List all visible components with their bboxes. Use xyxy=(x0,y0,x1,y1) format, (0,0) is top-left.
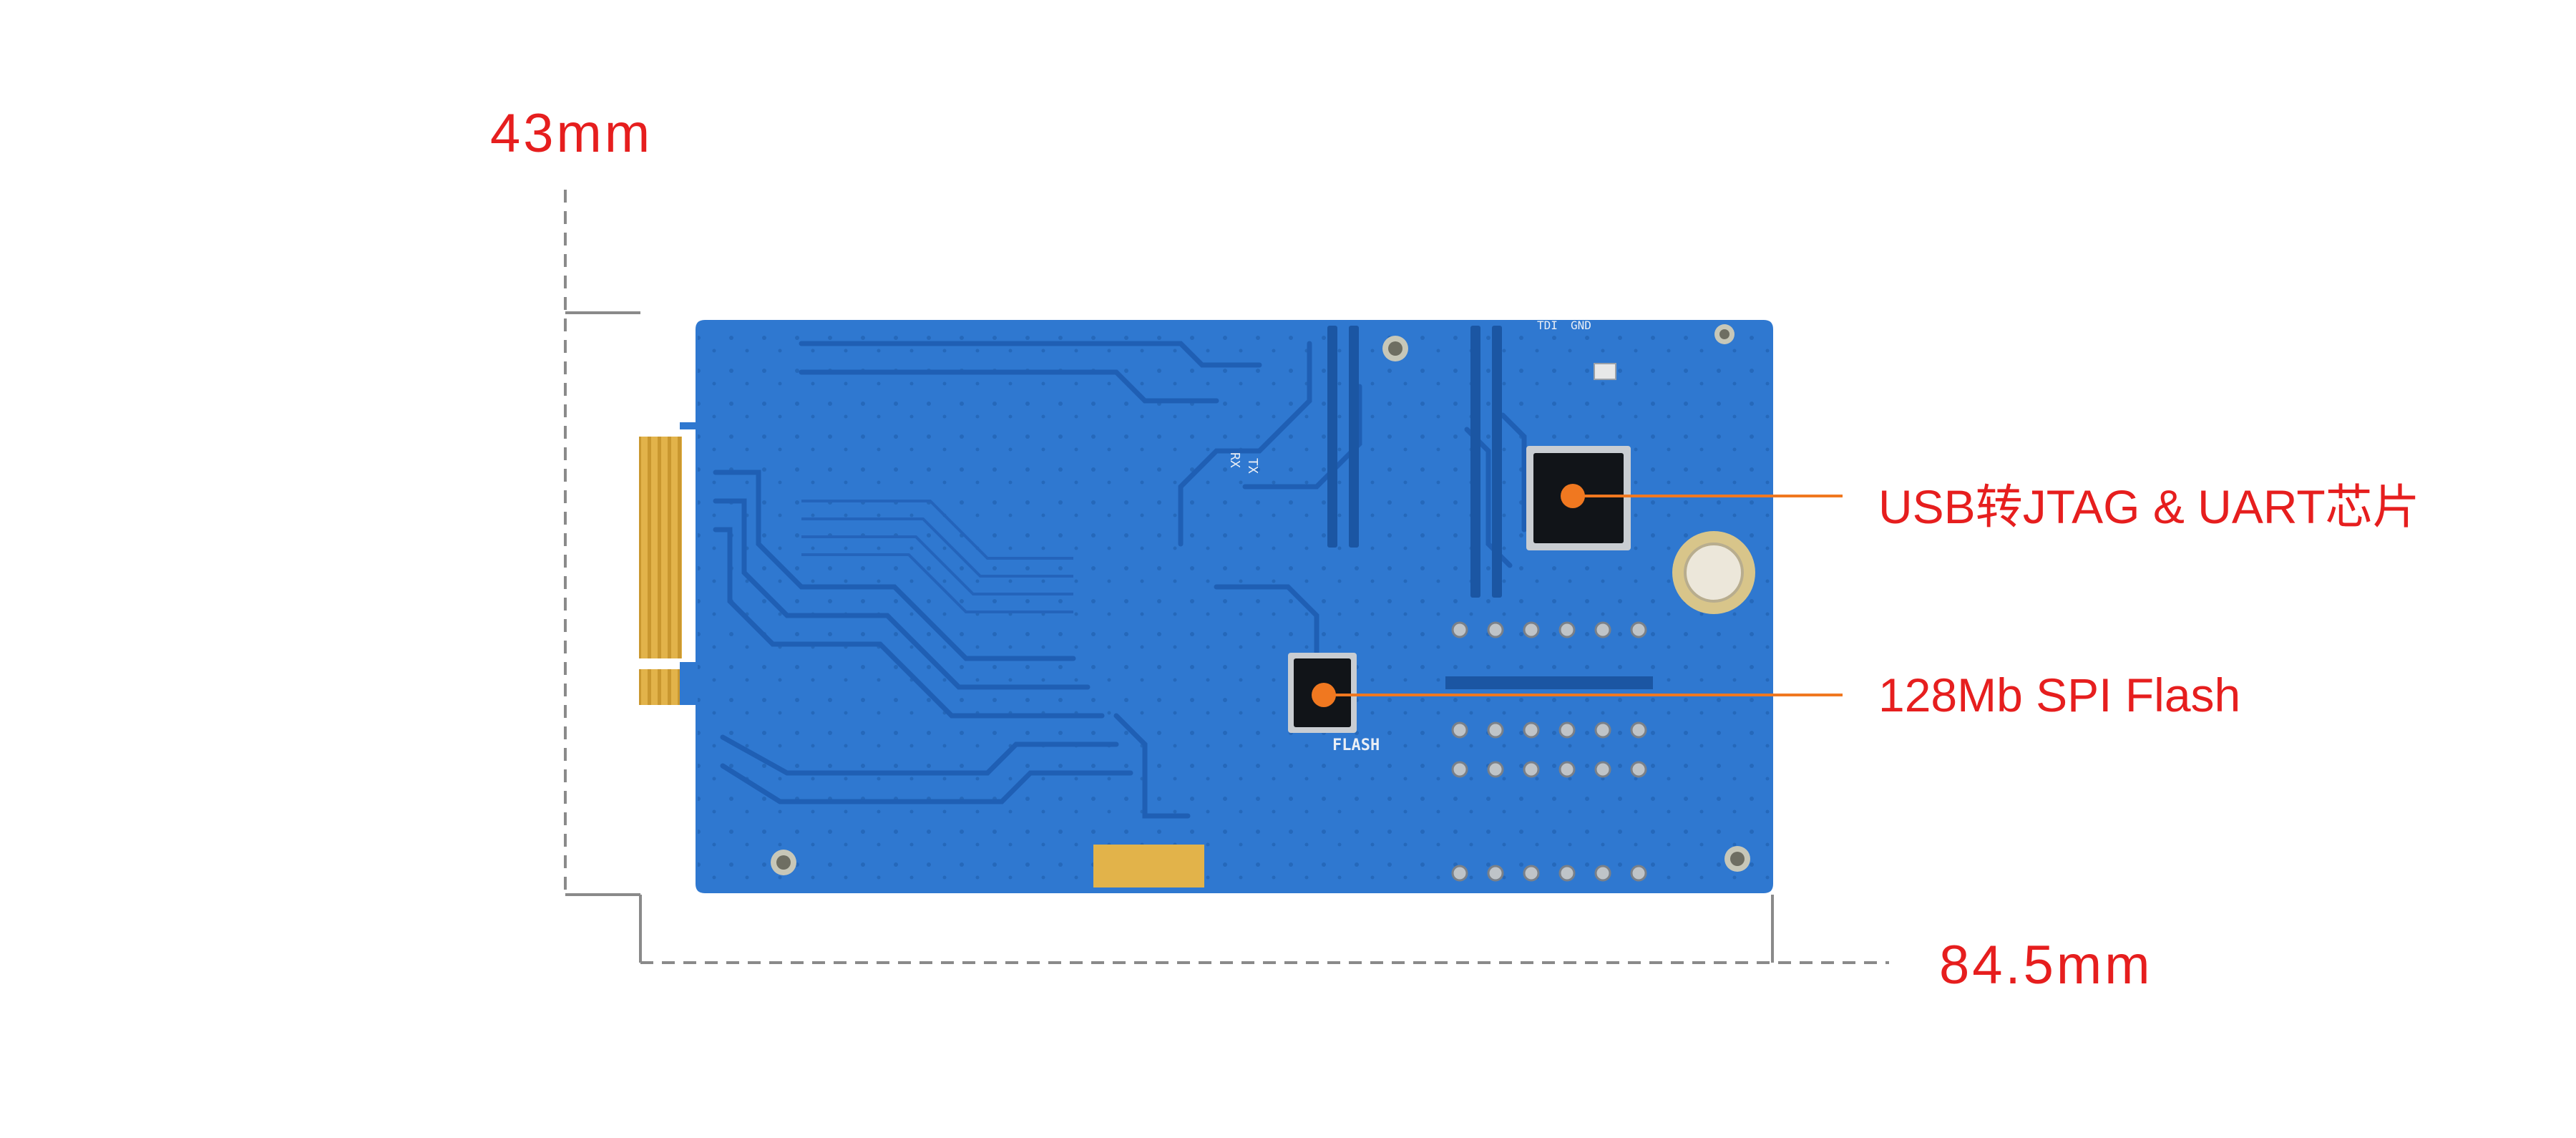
component-pad-array xyxy=(1327,326,1502,598)
height-dimension-label: 43mm xyxy=(490,103,653,164)
width-dimension-label: 84.5mm xyxy=(1939,935,2153,996)
silk-gnd: GND xyxy=(1571,318,1591,332)
silk-tdi: TDI xyxy=(1537,318,1558,332)
callout-label-usb-jtag: USB转JTAG & UART芯片 xyxy=(1878,480,2420,533)
pcb-board: RX TX FLASH TDI GND xyxy=(639,318,1773,893)
callout-dot-usb-jtag xyxy=(1561,484,1585,508)
header-pin-array xyxy=(1451,621,1647,882)
silk-tx: TX xyxy=(1245,458,1260,474)
callout-leaders xyxy=(1312,484,1843,707)
silk-rx: RX xyxy=(1227,452,1242,468)
mounting-hole xyxy=(1382,336,1408,361)
dimension-lines xyxy=(564,190,1889,964)
silk-flash: FLASH xyxy=(1332,736,1380,754)
mounting-hole xyxy=(1724,846,1750,872)
mounting-hole xyxy=(771,850,796,875)
pcb-trace-bundle xyxy=(801,500,1073,613)
test-pad xyxy=(1093,845,1204,887)
status-led xyxy=(1594,363,1616,380)
callout-dot-spi-flash xyxy=(1312,683,1336,707)
mounting-holes xyxy=(771,324,1755,875)
pcb-traces xyxy=(713,341,1527,819)
pcb-via-texture xyxy=(698,322,1771,891)
edge-connector-key xyxy=(639,669,682,705)
large-mounting-pad xyxy=(1672,531,1755,614)
callout-label-spi-flash: 128Mb SPI Flash xyxy=(1878,668,2241,721)
edge-connector xyxy=(639,437,682,658)
header-strip xyxy=(1445,676,1653,689)
mounting-hole xyxy=(1714,324,1735,344)
